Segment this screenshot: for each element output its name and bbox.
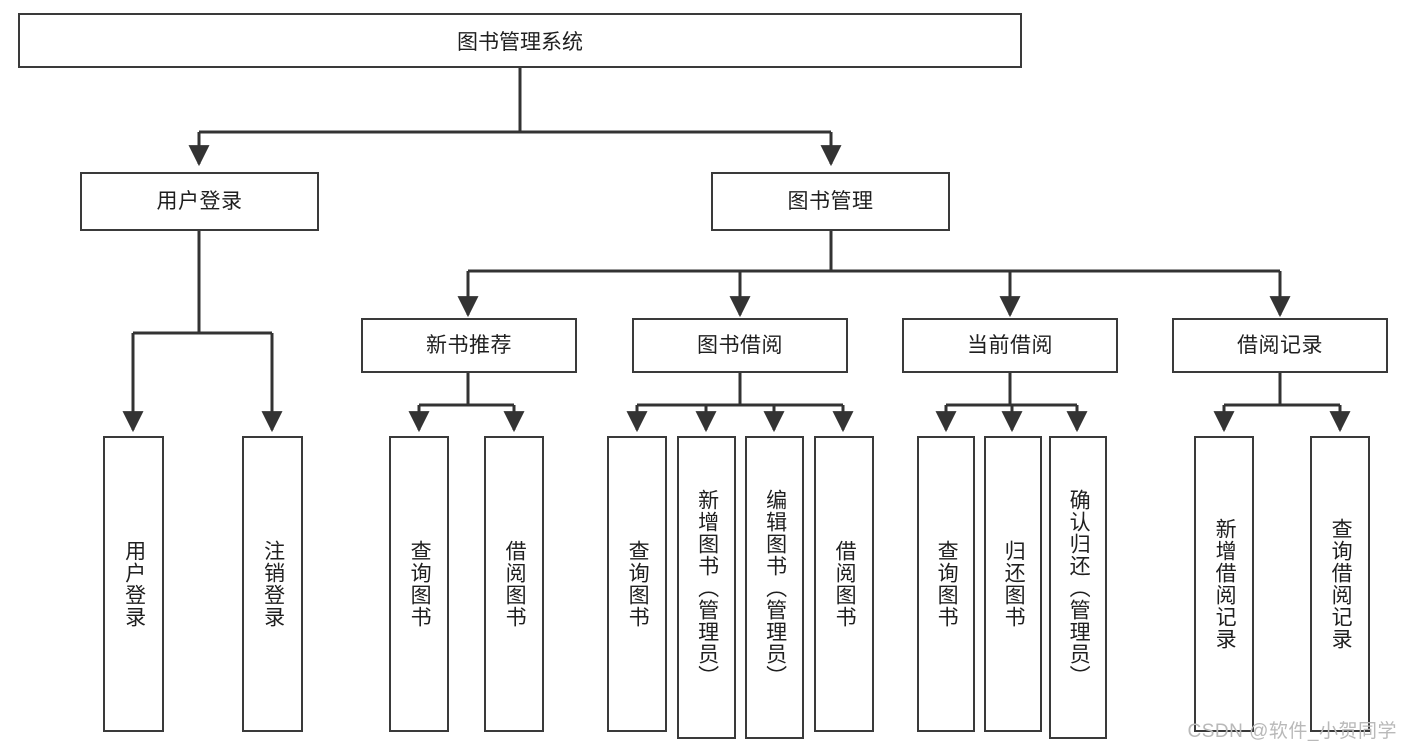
node-new-book-rec-label: 新书推荐 (426, 333, 512, 357)
node-user-login[interactable]: 用户登录 (80, 172, 319, 231)
node-leaf-return-book-label: 归还图书 (1002, 540, 1026, 628)
node-leaf-edit-book-label: 编辑图书（管理员） (763, 488, 787, 687)
node-root[interactable]: 图书管理系统 (18, 13, 1022, 68)
node-leaf-borrow-book-1-label: 借阅图书 (503, 540, 527, 628)
node-leaf-return-book[interactable]: 归还图书 (984, 436, 1042, 732)
node-leaf-query-record-label: 查询借阅记录 (1329, 518, 1353, 650)
node-leaf-query-book-1-label: 查询图书 (408, 540, 432, 628)
node-new-book-rec[interactable]: 新书推荐 (361, 318, 577, 373)
node-current-borrow-label: 当前借阅 (967, 333, 1053, 357)
node-leaf-confirm-return[interactable]: 确认归还（管理员） (1049, 436, 1107, 739)
node-book-borrow-label: 图书借阅 (697, 333, 783, 357)
node-leaf-query-book-2[interactable]: 查询图书 (607, 436, 667, 732)
node-leaf-add-record[interactable]: 新增借阅记录 (1194, 436, 1254, 732)
node-leaf-query-book-2-label: 查询图书 (626, 540, 650, 628)
node-leaf-add-record-label: 新增借阅记录 (1213, 518, 1237, 650)
node-leaf-query-record[interactable]: 查询借阅记录 (1310, 436, 1370, 732)
node-leaf-edit-book[interactable]: 编辑图书（管理员） (745, 436, 804, 739)
node-leaf-user-login[interactable]: 用户登录 (103, 436, 164, 732)
node-book-borrow[interactable]: 图书借阅 (632, 318, 848, 373)
node-leaf-logout-label: 注销登录 (261, 540, 285, 628)
node-leaf-add-book[interactable]: 新增图书（管理员） (677, 436, 736, 739)
node-leaf-borrow-book-2[interactable]: 借阅图书 (814, 436, 874, 732)
node-book-manage-label: 图书管理 (787, 189, 874, 213)
node-current-borrow[interactable]: 当前借阅 (902, 318, 1118, 373)
node-borrow-record[interactable]: 借阅记录 (1172, 318, 1388, 373)
node-borrow-record-label: 借阅记录 (1237, 333, 1323, 357)
node-root-label: 图书管理系统 (457, 30, 583, 54)
node-leaf-user-login-label: 用户登录 (122, 540, 146, 628)
node-leaf-query-book-3[interactable]: 查询图书 (917, 436, 975, 732)
node-leaf-borrow-book-2-label: 借阅图书 (833, 540, 857, 628)
node-leaf-confirm-return-label: 确认归还（管理员） (1067, 488, 1091, 687)
watermark-text: CSDN @软件_小贺同学 (1187, 721, 1397, 742)
node-leaf-query-book-1[interactable]: 查询图书 (389, 436, 449, 732)
node-leaf-query-book-3-label: 查询图书 (935, 540, 959, 628)
node-leaf-borrow-book-1[interactable]: 借阅图书 (484, 436, 544, 732)
node-user-login-label: 用户登录 (156, 189, 243, 213)
node-book-manage[interactable]: 图书管理 (711, 172, 950, 231)
node-leaf-add-book-label: 新增图书（管理员） (695, 488, 719, 687)
node-leaf-logout[interactable]: 注销登录 (242, 436, 303, 732)
